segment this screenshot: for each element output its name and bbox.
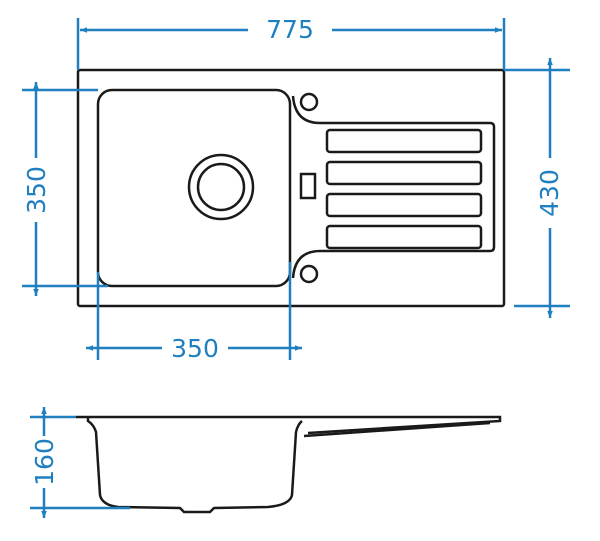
- overflow-slot: [299, 172, 317, 200]
- sink-bowl-outline: [96, 88, 292, 288]
- sink-side-view: [76, 415, 502, 514]
- dim-label-350-horizontal: 350: [171, 334, 219, 363]
- drainer-groove-4: [325, 224, 483, 250]
- dimension-labels: 775 430 350 350 160: [22, 15, 564, 486]
- dimension-lines: [22, 18, 570, 518]
- drain-outer: [187, 153, 255, 221]
- overflow-hole-bottom: [299, 264, 319, 284]
- dim-label-160: 160: [30, 438, 59, 486]
- drainer-groove-1: [325, 128, 483, 154]
- side-drainer-base: [303, 421, 491, 438]
- drainer-outline: [291, 95, 496, 279]
- dim-label-350-vertical: 350: [22, 166, 51, 214]
- side-bowl-profile: [86, 417, 303, 514]
- side-top-surface: [76, 415, 502, 435]
- drain-inner: [196, 162, 246, 212]
- dim-label-430: 430: [535, 169, 564, 217]
- drainer-groove-2: [325, 160, 483, 186]
- overflow-hole-top: [299, 92, 319, 112]
- drainer-groove-3: [325, 192, 483, 218]
- dim-label-775: 775: [266, 15, 314, 44]
